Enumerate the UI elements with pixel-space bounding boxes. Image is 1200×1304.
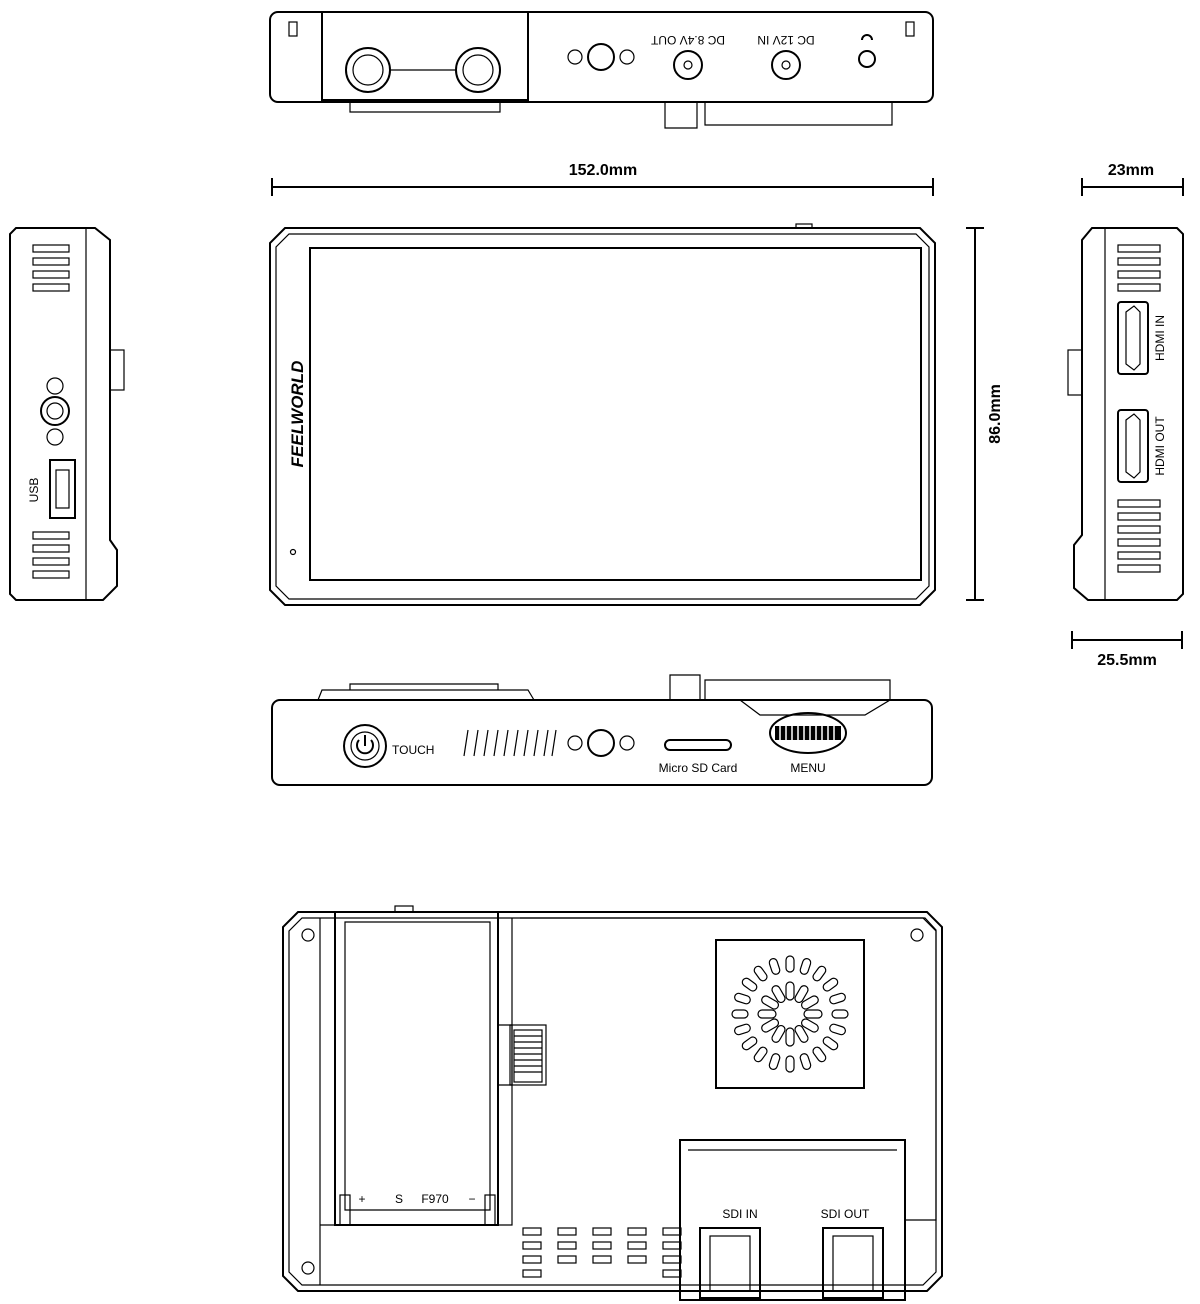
side-screw-mount bbox=[40, 396, 70, 426]
dc-out-label: DC 8.4V OUT bbox=[650, 33, 725, 47]
fan-grille bbox=[715, 939, 865, 1089]
fan-slot bbox=[753, 965, 768, 982]
front-view: FEELWORLD bbox=[269, 223, 936, 606]
back-knob bbox=[513, 1029, 543, 1083]
fan-slot bbox=[741, 977, 758, 992]
dimension-height: 86.0mm bbox=[966, 227, 1004, 601]
battery-minus: − bbox=[468, 1192, 475, 1206]
sdi-out-port bbox=[822, 1227, 884, 1299]
sdi-in-label: SDI IN bbox=[722, 1207, 757, 1221]
fan-slot bbox=[771, 985, 786, 1004]
vent-bottom bbox=[1117, 499, 1161, 573]
fan-slot bbox=[753, 1046, 768, 1063]
fan-slots bbox=[731, 955, 849, 1073]
dimension-width: 152.0mm bbox=[271, 162, 934, 196]
dimension-depth-body: 23mm bbox=[1081, 162, 1184, 196]
hdmi-in-port bbox=[1117, 301, 1149, 375]
fan-slot bbox=[771, 1024, 786, 1043]
dc-in-port bbox=[771, 50, 801, 80]
headphone-jack bbox=[858, 50, 876, 68]
fan-slot bbox=[822, 977, 839, 992]
battery-model-label: F970 bbox=[421, 1192, 449, 1206]
depth-total-label: 25.5mm bbox=[1097, 652, 1157, 669]
power-touch-button[interactable] bbox=[343, 724, 387, 768]
dc-in-label: DC 12V IN bbox=[757, 33, 814, 47]
top-view: DC 8.4V OUT DC 12V IN bbox=[269, 11, 934, 129]
fan-slot bbox=[768, 958, 781, 975]
sdi-panel bbox=[679, 1139, 906, 1301]
menu-dial[interactable] bbox=[769, 712, 847, 754]
bottom-screw-mount bbox=[587, 729, 615, 757]
fan-slot bbox=[734, 992, 751, 1005]
screen bbox=[309, 247, 922, 581]
fan-slot bbox=[761, 1018, 780, 1033]
fan-slot bbox=[829, 1023, 846, 1036]
hdmi-out-port bbox=[1117, 409, 1149, 483]
power-icon bbox=[356, 735, 374, 755]
fan-slot bbox=[822, 1036, 839, 1051]
sdi-in-port bbox=[699, 1227, 761, 1299]
fan-slot bbox=[800, 1018, 819, 1033]
fan-slot bbox=[757, 1009, 777, 1019]
battery-s-label: S bbox=[395, 1192, 403, 1206]
touch-label: TOUCH bbox=[392, 743, 434, 757]
vent-bottom bbox=[32, 531, 70, 579]
fan-slot bbox=[794, 1024, 809, 1043]
fan-slot bbox=[794, 985, 809, 1004]
fan-slot bbox=[799, 1053, 812, 1070]
fan-slot bbox=[799, 958, 812, 975]
dc-out-port bbox=[673, 50, 703, 80]
fan-slot bbox=[812, 1046, 827, 1063]
light-sensor bbox=[289, 548, 297, 556]
fan-slot bbox=[831, 1009, 849, 1019]
headphone-icon bbox=[861, 34, 873, 41]
battery-plate bbox=[334, 911, 499, 1226]
micro-sd-slot bbox=[664, 739, 732, 751]
back-vent bbox=[522, 1227, 682, 1278]
menu-label: MENU bbox=[790, 761, 825, 775]
fan-slot bbox=[785, 955, 795, 973]
back-view: + S F970 − SDI IN SDI OUT bbox=[282, 905, 943, 1301]
usb-label: USB bbox=[27, 478, 41, 503]
bottom-view: TOUCH Micro SD Card MENU bbox=[271, 674, 933, 786]
fan-slot bbox=[785, 1027, 795, 1047]
usb-port bbox=[49, 459, 76, 519]
battery-plus: + bbox=[358, 1192, 365, 1206]
fan-slot bbox=[812, 965, 827, 982]
left-side-view: USB bbox=[9, 227, 125, 601]
fan-slot bbox=[761, 995, 780, 1010]
vent-top bbox=[1117, 244, 1161, 292]
fan-slot bbox=[768, 1053, 781, 1070]
fan-slot bbox=[803, 1009, 823, 1019]
hdmi-out-label: HDMI OUT bbox=[1153, 416, 1167, 476]
depth-body-label: 23mm bbox=[1108, 162, 1154, 179]
micro-sd-label: Micro SD Card bbox=[659, 761, 738, 775]
fan-slot bbox=[734, 1023, 751, 1036]
sdi-out-label: SDI OUT bbox=[821, 1207, 870, 1221]
hdmi-in-label: HDMI IN bbox=[1153, 315, 1167, 361]
fan-slot bbox=[731, 1009, 749, 1019]
fan-slot bbox=[800, 995, 819, 1010]
brand-logo: FEELWORLD bbox=[288, 361, 307, 468]
fan-slot bbox=[829, 992, 846, 1005]
vent-top bbox=[32, 244, 70, 292]
dimension-depth-total: 25.5mm bbox=[1071, 631, 1183, 669]
width-label: 152.0mm bbox=[569, 162, 638, 179]
fan-slot bbox=[785, 981, 795, 1001]
screw-mount bbox=[587, 43, 615, 71]
height-label: 86.0mm bbox=[987, 384, 1004, 444]
fan-slot bbox=[741, 1036, 758, 1051]
bottom-vent bbox=[463, 729, 557, 757]
fan-slot bbox=[785, 1055, 795, 1073]
right-side-view: HDMI IN HDMI OUT bbox=[1067, 227, 1184, 601]
